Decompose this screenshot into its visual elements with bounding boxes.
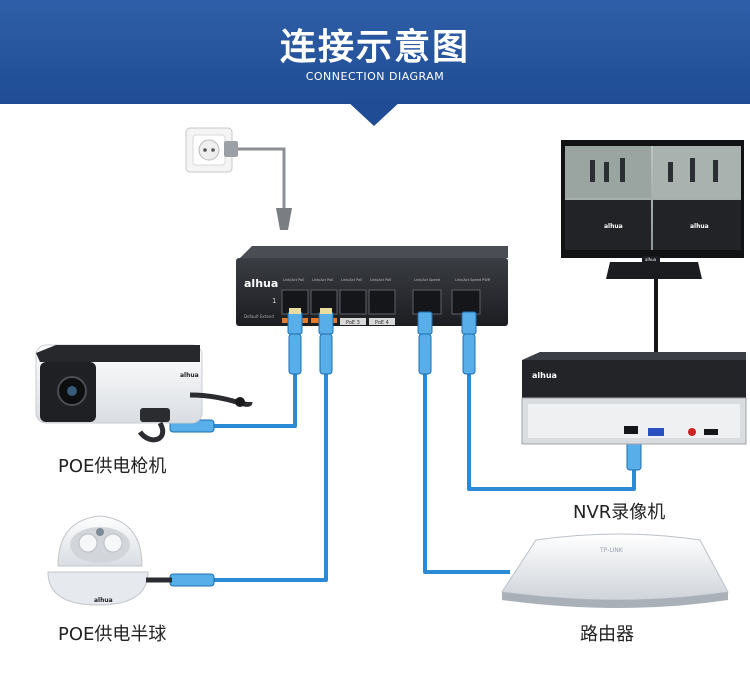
router-brand: TP-LINK — [599, 547, 624, 554]
monitor: alhua alhua alhua — [561, 140, 744, 425]
switch-port-6 — [451, 289, 481, 315]
page-subtitle: CONNECTION DIAGRAM — [305, 70, 445, 83]
cable-switch-to-router — [423, 330, 510, 574]
bullet-camera: alhua — [35, 344, 253, 443]
router: TP-LINK — [501, 533, 729, 608]
port-header-1: Link/Act PoE — [283, 278, 304, 282]
nvr-brand: alhua — [532, 371, 557, 380]
svg-text:alhua: alhua — [690, 223, 709, 230]
cable-switch-to-dome — [212, 330, 328, 582]
port-header-5: Link/Act Speed — [414, 278, 440, 282]
label-dome-camera: POE供电半球 — [58, 624, 167, 645]
switch-mode-label: Default Extend — [244, 314, 274, 319]
label-router: 路由器 — [580, 624, 634, 645]
port-header-4: Link/Act PoE — [370, 278, 391, 282]
switch-brand: alhua — [244, 277, 278, 290]
page-title: 连接示意图 — [279, 27, 470, 68]
cable-switch-to-bullet — [212, 330, 297, 428]
header-notch — [346, 100, 402, 126]
header-banner — [0, 0, 750, 104]
port-header-2: Link/Act PoE — [312, 278, 333, 282]
svg-text:alhua: alhua — [604, 223, 623, 230]
monitor-brand: alhua — [645, 257, 657, 262]
svg-text:alhua: alhua — [180, 372, 199, 379]
port-header-6: Link/Act Speed PWR — [455, 278, 491, 282]
power-cord — [224, 141, 292, 230]
nvr-recorder: alhua — [521, 352, 747, 445]
port-header-3: Link/Act PoE — [341, 278, 362, 282]
dome-camera: alhua — [47, 515, 172, 606]
poe-switch: alhua 1 Default Extend Link/Act PoE Link… — [236, 246, 508, 326]
switch-port-5 — [412, 289, 442, 315]
switch-port-label: 1 — [272, 297, 276, 305]
label-bullet-camera: POE供电枪机 — [58, 456, 167, 477]
power-socket — [185, 127, 233, 173]
port-tag-4: PoE 4 — [375, 320, 389, 326]
port-tag-3: PoE 3 — [346, 320, 360, 326]
switch-port-4 — [368, 289, 396, 315]
dome-brand: alhua — [94, 597, 113, 604]
switch-port-3 — [339, 289, 367, 315]
cable-switch-to-nvr — [467, 330, 636, 491]
label-nvr: NVR录像机 — [573, 502, 666, 523]
